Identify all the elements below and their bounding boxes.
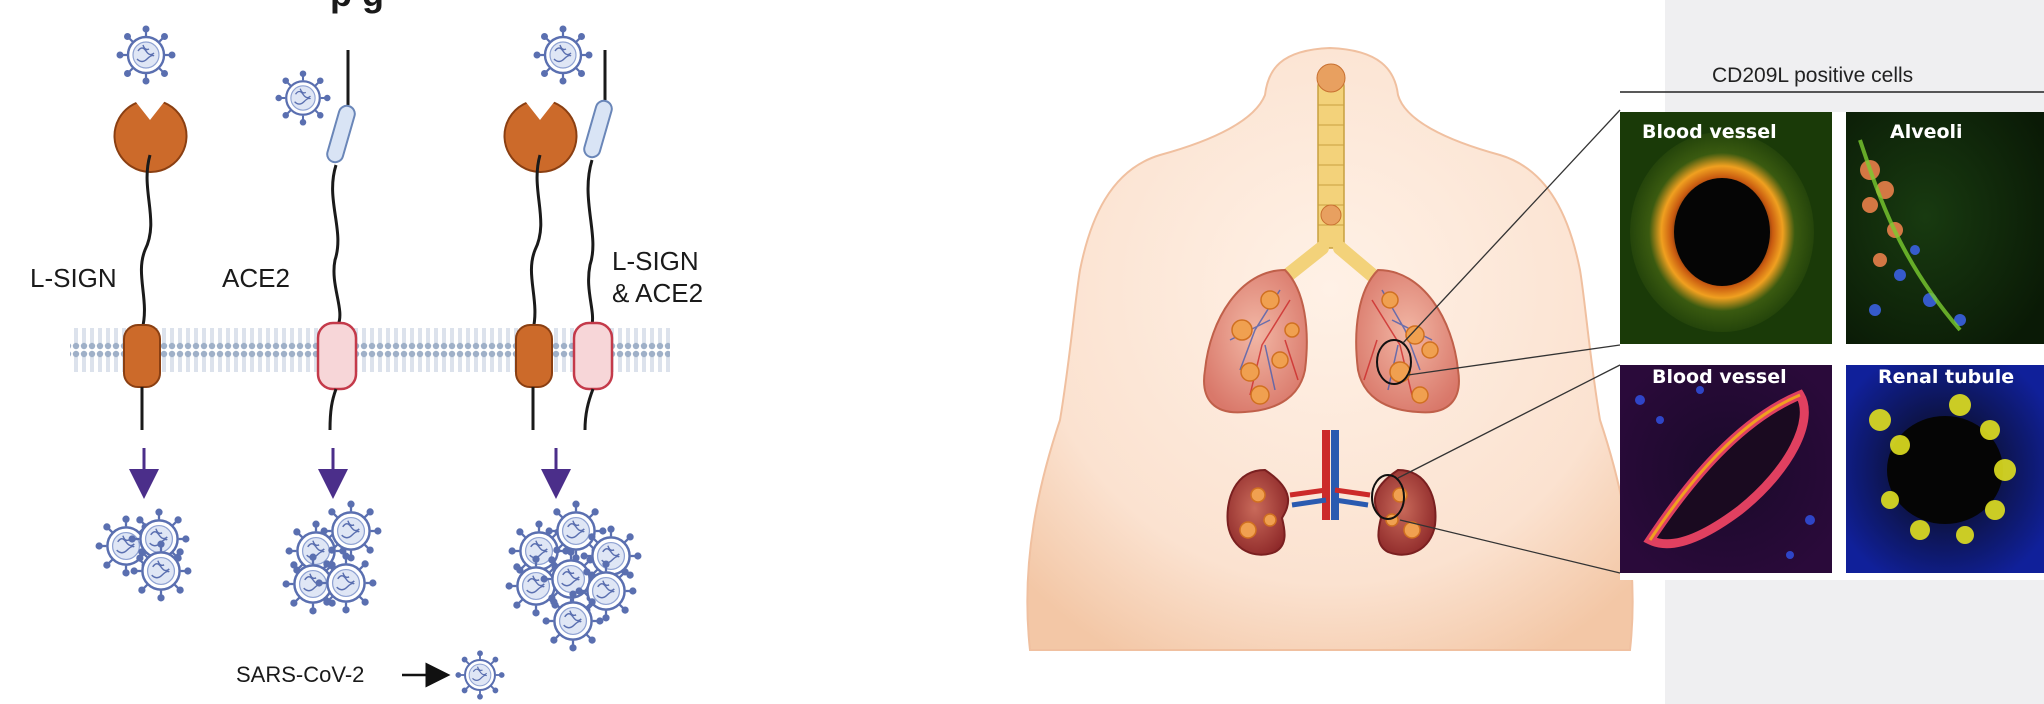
microscopy-panel: Blood vessel (1620, 112, 1832, 344)
panel-label-blood-vessel-1: Blood vessel (1642, 121, 1777, 143)
left-kidney (1227, 470, 1288, 555)
receptor-schematic: L-SIGN ACE2 L-SIGN & ACE2 (30, 27, 703, 699)
lsign-label: L-SIGN (30, 263, 117, 293)
panel-label-alveoli: Alveoli (1890, 121, 1963, 143)
microscopy-panel: Renal tubule (1846, 365, 2044, 573)
microscopy-panel: Alveoli (1846, 112, 2044, 344)
ace2-label: ACE2 (222, 263, 290, 293)
combined-label-line2: & ACE2 (612, 278, 703, 308)
virus-icon (456, 651, 503, 698)
panel-label-renal-tubule: Renal tubule (1878, 366, 2014, 388)
virus-icon (535, 27, 592, 84)
combined-label-line1: L-SIGN (612, 246, 699, 276)
virus-cluster-lsign (97, 510, 191, 601)
aorta (1322, 430, 1330, 520)
virus-cluster-combined (507, 502, 641, 651)
microscopy-panel: Blood vessel (1620, 365, 1832, 573)
cropped-title-fragment: p g (330, 0, 384, 14)
vena-cava (1331, 430, 1339, 520)
virus-cluster-ace2 (284, 502, 381, 614)
panel-label-blood-vessel-2: Blood vessel (1652, 366, 1787, 388)
microscopy-header-text: CD209L positive cells (1712, 64, 1913, 87)
virus-icon (118, 27, 175, 84)
virus-icon (276, 71, 329, 124)
right-kidney (1375, 470, 1436, 555)
virus-legend-label: SARS-CoV-2 (236, 662, 364, 687)
body-illustration (1027, 48, 1632, 650)
